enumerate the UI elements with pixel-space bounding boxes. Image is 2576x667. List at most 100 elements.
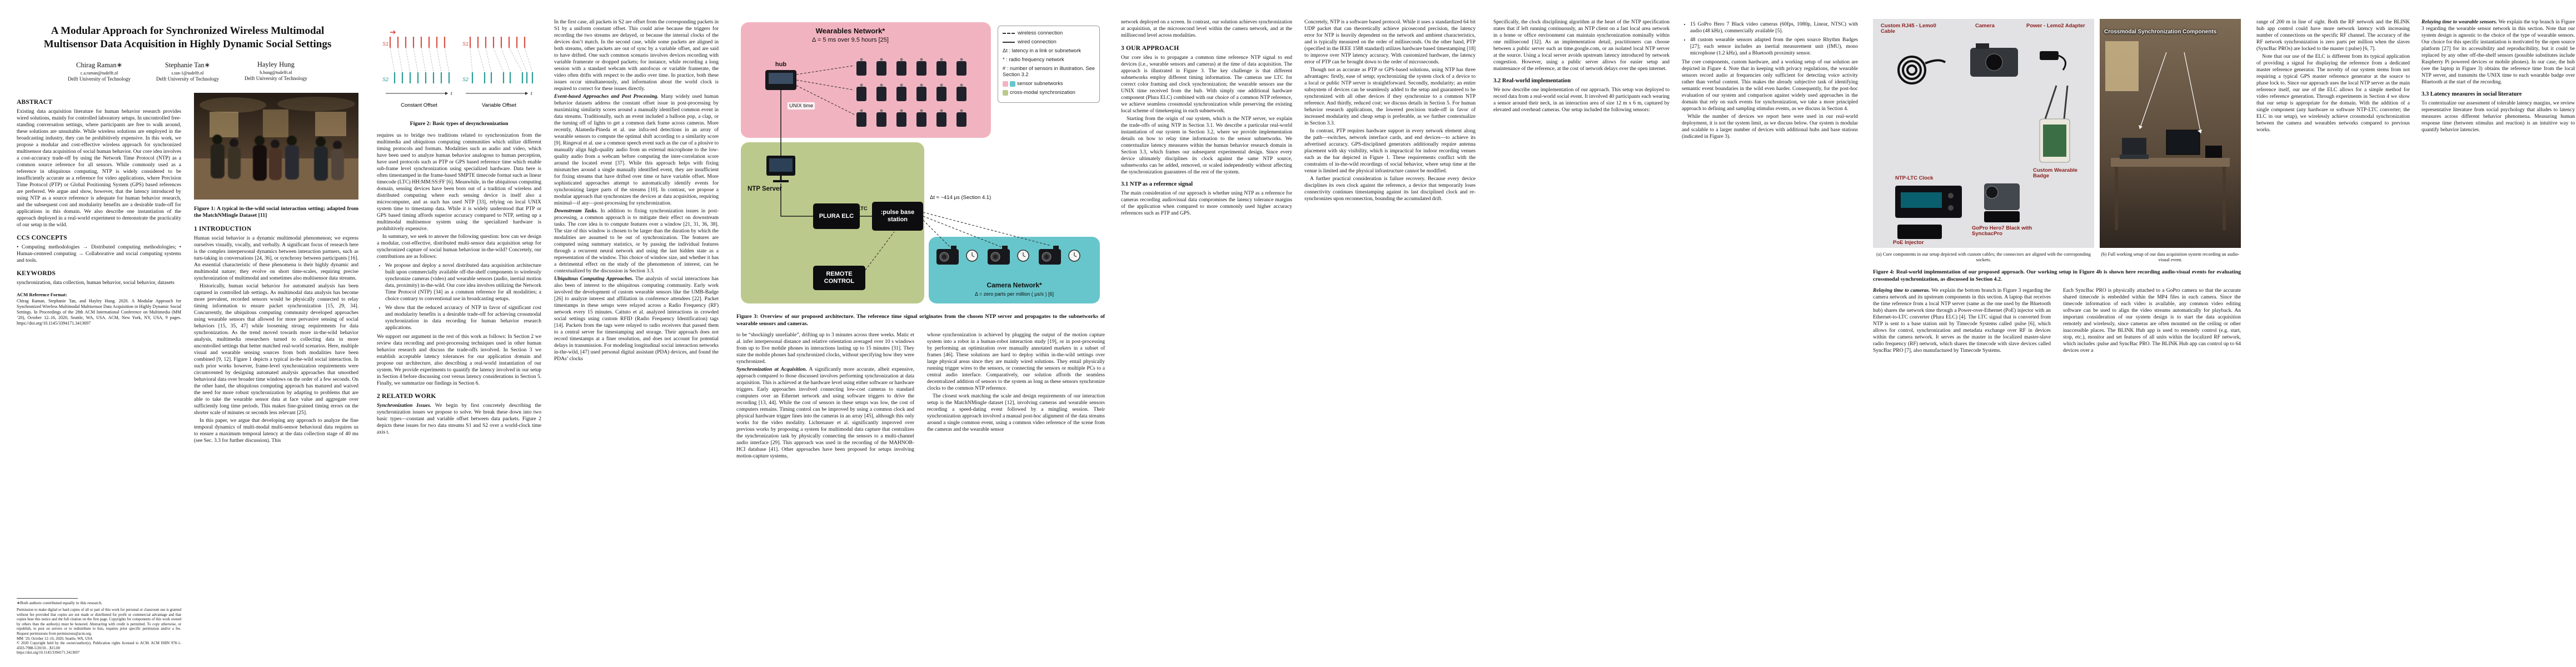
figure-4b-subcaption: (b) Full working setup of our data acqui… bbox=[2101, 251, 2240, 262]
body-paragraph: To contextualize our assessment of toler… bbox=[2421, 101, 2575, 133]
ccs-heading: CCS CONCEPTS bbox=[17, 234, 67, 241]
footnote-rule bbox=[17, 598, 78, 599]
sensor-list: 15 GoPro Hero 7 Black video cameras (60f… bbox=[1690, 21, 1858, 57]
figure-1-photo bbox=[194, 92, 358, 202]
body-paragraph: A further practical consideration is fai… bbox=[1304, 176, 1476, 202]
body-paragraph: range of 200 m in line of sight. Both th… bbox=[2256, 19, 2410, 52]
figure-3-legend: wireless connection wired connection Δt … bbox=[998, 26, 1100, 103]
author-email: s.tan-1@tudelft.nl bbox=[171, 70, 204, 76]
figure-3-architecture-diagram: Wearables Network* Δ = 5 ms over 9.5 hou… bbox=[736, 19, 1105, 308]
body-paragraph: While the number of devices we report he… bbox=[1682, 114, 1858, 140]
figure-4a-subcaption: (a) Core components in our setup depicte… bbox=[1876, 251, 2091, 262]
intro-paragraph: Historically, human social behavior for … bbox=[194, 283, 358, 416]
body-paragraph: In the first case, all packets in S2 are… bbox=[554, 19, 719, 92]
legend-label: * : radio frequency network bbox=[1003, 56, 1064, 62]
run-in-heading: Ubiquitous Computing Approaches. bbox=[554, 276, 634, 282]
run-in-heading: Synchronization Issues. bbox=[377, 402, 432, 409]
camera-body-icon bbox=[1970, 43, 2018, 77]
cyan-swatch-icon bbox=[1010, 81, 1015, 87]
page-1: A Modular Approach for Synchronized Wire… bbox=[17, 0, 358, 667]
abstract-text: Existing data acquisition literature for… bbox=[17, 108, 181, 228]
figure-4-caption: Figure 4: Real-world implementation of o… bbox=[1873, 269, 2241, 282]
run-in-heading: Event-based Approaches and Post Processi… bbox=[554, 94, 659, 99]
wearable-badge-icon bbox=[2039, 85, 2070, 163]
author-affiliation: Delft University of Technology bbox=[244, 75, 307, 81]
constant-offset-label: Constant Offset bbox=[401, 102, 437, 108]
crossmodal-components-label: Crossmodal Synchronization Components bbox=[2104, 29, 2217, 35]
permission-statement: Permission to make digital or hard copie… bbox=[17, 608, 181, 636]
legend-label: sensor subnetworks bbox=[1017, 81, 1063, 87]
stream-s2-label: S2 bbox=[462, 77, 469, 82]
body-paragraph: Relaying time to wearable sensors. We ex… bbox=[2421, 19, 2575, 86]
body-paragraph: Event-based Approaches and Post Processi… bbox=[554, 93, 719, 207]
author-1: Chirag Raman∗ c.a.raman@tudelft.nl Delft… bbox=[68, 61, 131, 82]
body-paragraph: to be “shockingly unreliable”, drifting … bbox=[736, 332, 914, 365]
section-1-heading: 1 INTRODUCTION bbox=[194, 225, 252, 232]
stream-s1-label: S1 bbox=[382, 41, 388, 47]
page-5: Specifically, the clock disciplining alg… bbox=[1493, 0, 1858, 667]
sensor-item: 15 GoPro Hero 7 Black video cameras (60f… bbox=[1690, 21, 1858, 34]
author-2: Stephanie Tan∗ s.tan-1@tudelft.nl Delft … bbox=[156, 61, 219, 82]
doi-link[interactable]: https://doi.org/10.1145/3394171.3413697 bbox=[17, 651, 80, 655]
link-latency-label: Δt ≈ ~414 μs (Section 4.1) bbox=[930, 195, 991, 201]
run-in-heading: Downstream Tasks. bbox=[554, 208, 598, 214]
body-paragraph: Each SyncBac PRO is physically attached … bbox=[2063, 288, 2241, 354]
ntp-ltc-clock-icon bbox=[1895, 186, 1962, 218]
camera-label: Camera bbox=[1975, 23, 1995, 29]
section-3-2-heading: 3.2 Real-world implementation bbox=[1493, 78, 1571, 84]
coiled-cable-icon bbox=[1897, 56, 1946, 84]
page-7: range of 200 m in line of sight. Both th… bbox=[2256, 0, 2575, 667]
body-paragraph: Starting from the origin of our system, … bbox=[1121, 116, 1292, 175]
stream-s1-label: S1 bbox=[462, 41, 469, 47]
body-paragraph: The core components, custom hardware, an… bbox=[1682, 59, 1858, 112]
figure-4a-panel: Custom RJ45 - Lemo0 Cable Camera Power -… bbox=[1873, 19, 2094, 248]
run-in-text: We explain the top branch in Figure 3 re… bbox=[2421, 19, 2575, 85]
sensor-item: 48 custom wearable sensors adapted from … bbox=[1690, 37, 1858, 57]
body-paragraph: Synchronization at Acquisition. A signif… bbox=[736, 366, 914, 460]
body-paragraph: Ubiquitous Computing Approaches. The ana… bbox=[554, 276, 719, 362]
first-page-footnotes: ∗Both authors contributed equally to thi… bbox=[17, 598, 181, 656]
keywords-heading: KEYWORDS bbox=[17, 270, 56, 277]
author-affiliation: Delft University of Technology bbox=[68, 76, 131, 82]
body-paragraph: Though not as accurate as PTP or GPS-bas… bbox=[1304, 67, 1476, 126]
keywords-text: synchronization, data collection, human … bbox=[17, 280, 175, 286]
pink-swatch-icon bbox=[1003, 81, 1008, 87]
people-silhouettes bbox=[211, 134, 344, 181]
body-paragraph: Concretely, NTP is a software based prot… bbox=[1304, 19, 1476, 65]
working-setup-photo bbox=[2100, 19, 2241, 248]
body-paragraph: whose synchronization is achieved by plu… bbox=[927, 332, 1105, 391]
gopro-syncbac-icon bbox=[1984, 183, 2020, 222]
desynchronization-diagram: S1 S2 t Constant Offset S1 S2 bbox=[382, 30, 534, 108]
variable-offset-label: Variable Offset bbox=[482, 102, 516, 108]
legend-label: # : number of sensors in illustration. S… bbox=[1003, 65, 1095, 78]
author-email: c.a.raman@tudelft.nl bbox=[80, 70, 118, 76]
badge-label: Custom Wearable Badge bbox=[2033, 167, 2078, 180]
paper-title: A Modular Approach for Synchronized Wire… bbox=[43, 25, 332, 51]
section-2-heading: 2 RELATED WORK bbox=[377, 392, 436, 400]
figure-1-caption: Figure 1: A typical in-the-wild social i… bbox=[194, 205, 358, 219]
plura-elc-box: PLURA ELC bbox=[819, 212, 854, 220]
section-3-1-heading: 3.1 NTP as a reference signal bbox=[1121, 181, 1193, 187]
stream-s2-label: S2 bbox=[382, 77, 388, 82]
run-in-heading: Relaying time to cameras. bbox=[1873, 288, 1930, 293]
wearables-network-label: Wearables Network* bbox=[815, 27, 885, 35]
run-in-text: We begin by first concretely describing … bbox=[377, 402, 541, 435]
author-email: h.hung@tudelft.nl bbox=[260, 69, 292, 75]
camera-network-label: Camera Network* bbox=[986, 281, 1042, 289]
time-axis-label: t bbox=[451, 91, 452, 96]
abstract-heading: ABSTRACT bbox=[17, 98, 53, 106]
contribution-list: We propose and deploy a novel distribute… bbox=[385, 262, 541, 331]
poe-injector-icon bbox=[1897, 225, 1942, 239]
power-adapter-icon bbox=[2040, 51, 2066, 71]
author-name: Stephanie Tan∗ bbox=[165, 61, 211, 69]
legend-label: Δt : latency in a link or subnetwork bbox=[1003, 47, 1082, 53]
author-3: Hayley Hung h.hung@tudelft.nl Delft Univ… bbox=[245, 61, 307, 82]
body-paragraph: Specifically, the clock disciplining alg… bbox=[1493, 19, 1670, 72]
equal-contribution-footnote: ∗Both authors contributed equally to thi… bbox=[17, 600, 102, 606]
run-in-text: Many widely used human behavior datasets… bbox=[554, 94, 719, 206]
ntp-server-label: NTP Server bbox=[748, 186, 782, 192]
components-photo bbox=[1873, 19, 2094, 248]
constant-offset-panel: S1 S2 t Constant Offset bbox=[382, 30, 452, 108]
body-paragraph: We support our argument in the rest of t… bbox=[377, 334, 541, 386]
